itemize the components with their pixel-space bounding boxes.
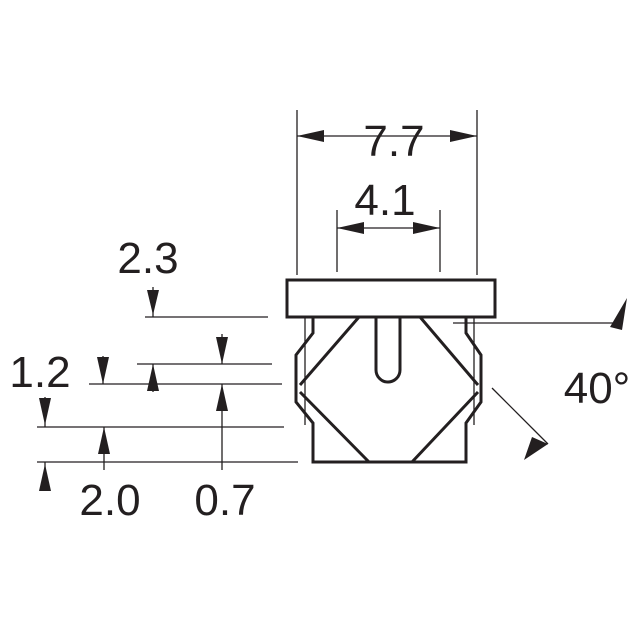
overall-width-label: 7.7 bbox=[363, 117, 424, 166]
dim-chamfer-angle: 40° bbox=[453, 298, 630, 460]
component-body bbox=[285, 278, 497, 464]
chamfer-edge-bottom-right bbox=[410, 390, 480, 464]
base-height-label: 2.0 bbox=[79, 476, 140, 525]
chamfered-body bbox=[294, 317, 483, 464]
slot-width-label: 4.1 bbox=[354, 176, 415, 225]
chamfer-edge-bottom-left bbox=[298, 390, 371, 464]
chamfer-edge-top-right bbox=[418, 316, 480, 386]
dim-cap-thickness: 2.3 bbox=[117, 234, 268, 318]
dim-overall-width: 7.7 bbox=[296, 110, 478, 275]
dim-foot-height: 0.7 bbox=[194, 334, 256, 525]
cap-thickness-label: 2.3 bbox=[117, 234, 178, 283]
foot-height-label: 0.7 bbox=[194, 476, 255, 525]
dim-slot-width: 4.1 bbox=[336, 176, 441, 272]
center-slot bbox=[374, 317, 402, 384]
step-height-label: 1.2 bbox=[9, 348, 70, 397]
dim-step-height: 1.2 bbox=[9, 348, 282, 397]
chamfer-angle-label: 40° bbox=[564, 364, 631, 413]
chamfer-edge-top-left bbox=[298, 316, 361, 386]
cap-flange bbox=[285, 278, 497, 319]
dim-base-height: 2.0 bbox=[37, 397, 298, 525]
